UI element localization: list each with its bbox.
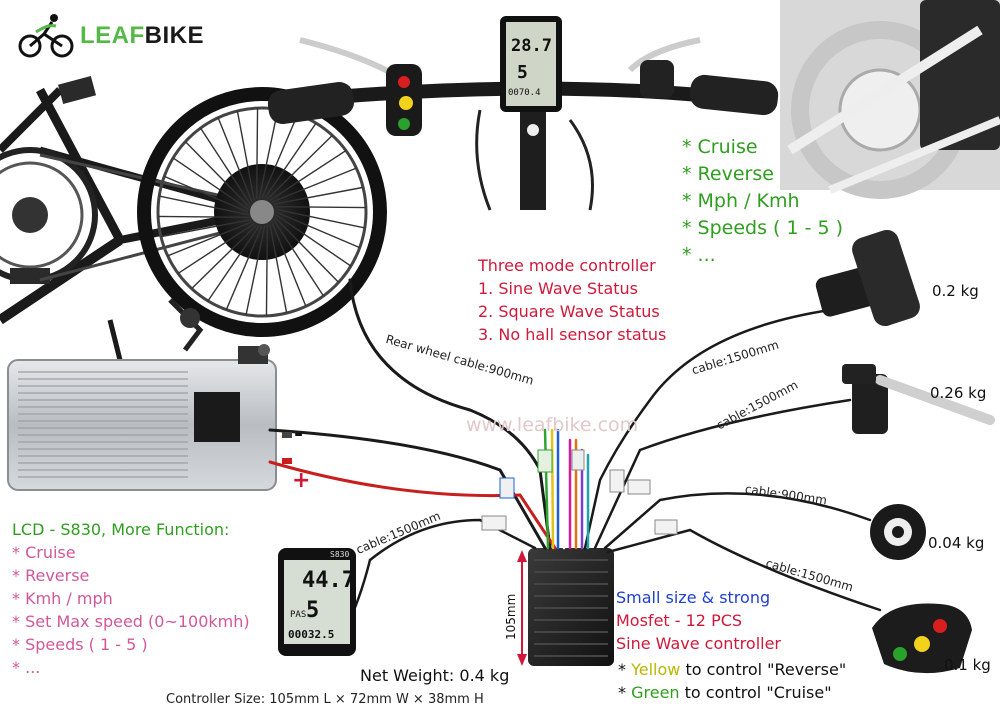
watermark: www.leafbike.com xyxy=(466,414,639,436)
controller-description: Small size & strong Mosfet - 12 PCS Sine… xyxy=(616,586,781,655)
features-list: * Cruise * Reverse * Mph / Kmh * Speeds … xyxy=(682,134,843,269)
switch-note-green: * Green to control "Cruise" xyxy=(618,681,846,704)
battery xyxy=(7,344,277,491)
controller-size: Controller Size: 105mm L × 72mm W × 38mm… xyxy=(166,692,484,707)
controller-desc-line: Small size & strong xyxy=(616,588,771,607)
dimension-arrow xyxy=(517,550,527,666)
rear-wheel xyxy=(137,87,387,337)
lcd-features-title: LCD - S830, More Function: xyxy=(12,520,230,539)
controller-box xyxy=(528,548,614,666)
list-item: * ... xyxy=(12,658,41,677)
list-item: * Set Max speed (0~100kmh) xyxy=(12,612,250,631)
list-item: * Kmh / mph xyxy=(12,589,113,608)
list-item: 3. No hall sensor status xyxy=(478,325,667,344)
yellow-word: Yellow xyxy=(631,660,681,679)
cyclist-icon xyxy=(16,12,76,58)
lcd-features: LCD - S830, More Function: * Cruise * Re… xyxy=(12,518,250,679)
net-weight: Net Weight: 0.4 kg xyxy=(360,666,510,685)
lcd-top-digit: 5 xyxy=(517,62,528,83)
list-item: * Reverse xyxy=(12,566,90,585)
function-switch xyxy=(872,603,972,674)
battery-minus-label: - xyxy=(294,422,304,447)
dimension-label: 105mm xyxy=(504,593,518,640)
green-word: Green xyxy=(631,683,680,702)
controller-desc-line: Sine Wave controller xyxy=(616,634,781,653)
note-prefix: * xyxy=(618,660,632,679)
lcd-top-device xyxy=(500,16,562,112)
throttle-weight: 0.2 kg xyxy=(932,282,979,300)
battery-plus-label: + xyxy=(292,468,311,493)
list-item: * Reverse xyxy=(682,163,774,185)
list-item: 2. Square Wave Status xyxy=(478,302,660,321)
handlebar-switch-top xyxy=(386,64,422,136)
switch-weight: 0.1 kg xyxy=(944,656,991,674)
brand-name: LEAFBIKE xyxy=(80,22,204,49)
throttle xyxy=(815,229,920,327)
list-item: * Speeds ( 1 - 5 ) xyxy=(12,635,148,654)
switch-note-yellow: * Yellow to control "Reverse" xyxy=(618,658,846,681)
note-rest: to control "Reverse" xyxy=(680,660,847,679)
connectors xyxy=(282,432,678,535)
switch-notes: * Yellow to control "Reverse" * Green to… xyxy=(618,658,846,704)
brand-name-part: LEAF xyxy=(80,22,145,49)
list-item: * ... xyxy=(682,244,716,266)
brake-weight: 0.26 kg xyxy=(930,384,987,402)
brand-name-part: BIKE xyxy=(144,22,205,49)
controller-modes-title: Three mode controller xyxy=(478,256,656,275)
lcd-speed: 44.7 xyxy=(302,568,355,593)
list-item: * Speeds ( 1 - 5 ) xyxy=(682,217,844,239)
list-item: * Mph / Kmh xyxy=(682,190,800,212)
lcd-odo: 00032.5 xyxy=(288,628,335,641)
pas-sensor xyxy=(870,504,926,560)
controller-desc-line: Mosfet - 12 PCS xyxy=(616,611,743,630)
brand-logo[interactable]: LEAFBIKE xyxy=(80,22,204,50)
list-item: * Cruise xyxy=(12,543,76,562)
lcd-digit: 5 xyxy=(306,598,320,623)
front-hub-photo xyxy=(780,0,1000,199)
list-item: * Cruise xyxy=(682,136,758,158)
note-rest: to control "Cruise" xyxy=(679,683,832,702)
lcd-s830-device xyxy=(278,548,356,656)
lcd-top-speed: 28.7 xyxy=(511,36,552,56)
lcd-top-odo: 0070.4 xyxy=(508,88,541,98)
lcd-brand: S830 xyxy=(330,550,350,559)
list-item: 1. Sine Wave Status xyxy=(478,279,639,298)
controller-modes: Three mode controller 1. Sine Wave Statu… xyxy=(478,254,666,346)
note-prefix: * xyxy=(618,683,632,702)
pas-weight: 0.04 kg xyxy=(928,534,985,552)
brake-lever xyxy=(842,364,995,434)
lcd-pas-label: PAS xyxy=(290,610,307,620)
